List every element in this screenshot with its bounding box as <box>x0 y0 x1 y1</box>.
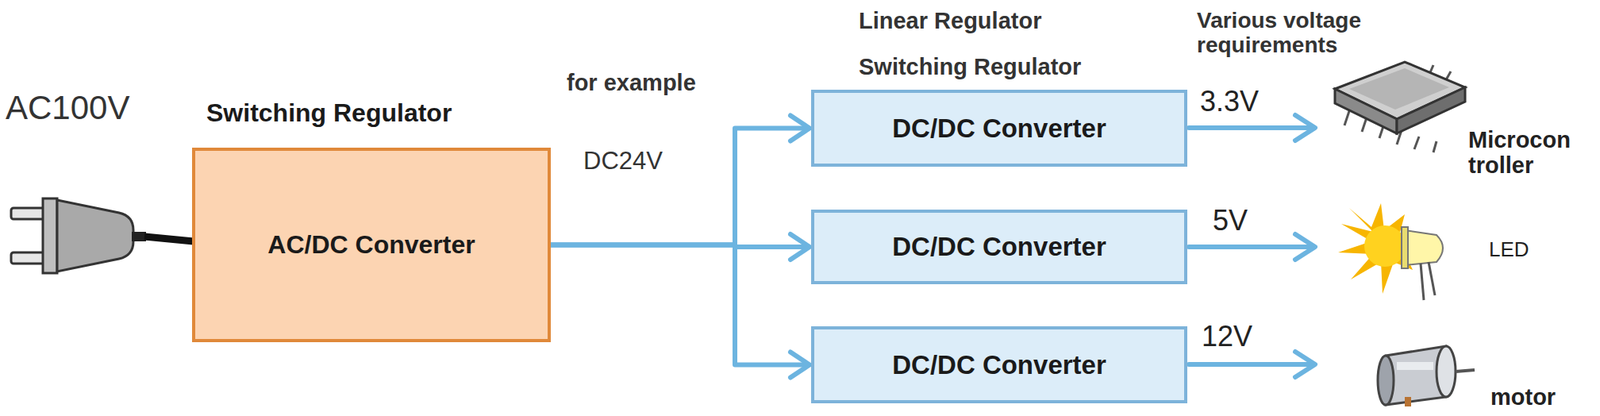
led-icon <box>1338 203 1443 300</box>
text-label: DC24V <box>583 147 663 176</box>
box-label: AC/DC Converter <box>267 230 475 260</box>
connector-arrow <box>550 128 810 246</box>
box-label: DC/DC Converter <box>892 113 1107 144</box>
text-label: Switching Regulator <box>858 53 1081 80</box>
text-label: Linear Regulator <box>858 7 1042 34</box>
dcdc-box: DC/DC Converter <box>811 326 1188 404</box>
dcdc-box: DC/DC Converter <box>811 89 1188 167</box>
text-label: Various voltage requirements <box>1196 7 1427 58</box>
text-label: motor <box>1490 384 1556 410</box>
chip-icon <box>1334 61 1466 153</box>
box-label: DC/DC Converter <box>892 350 1107 381</box>
box-label: DC/DC Converter <box>892 231 1107 262</box>
text-label: LED <box>1488 238 1530 262</box>
dcdc-box: DC/DC Converter <box>811 209 1188 285</box>
converter-box: Switching RegulatorAC/DC Converter <box>192 147 551 343</box>
connector-arrow <box>550 245 810 366</box>
box-heading: Switching Regulator <box>206 98 452 128</box>
output-arrows <box>1188 115 1316 377</box>
text-label: 5V <box>1212 204 1248 237</box>
plug-icon <box>11 198 194 274</box>
text-label: 3.3V <box>1200 85 1259 118</box>
text-label: AC100V <box>5 88 130 127</box>
text-label: for example <box>566 69 697 96</box>
text-label: Microcon troller <box>1468 126 1596 179</box>
motor-icon <box>1377 346 1475 407</box>
text-label: 12V <box>1201 320 1253 353</box>
